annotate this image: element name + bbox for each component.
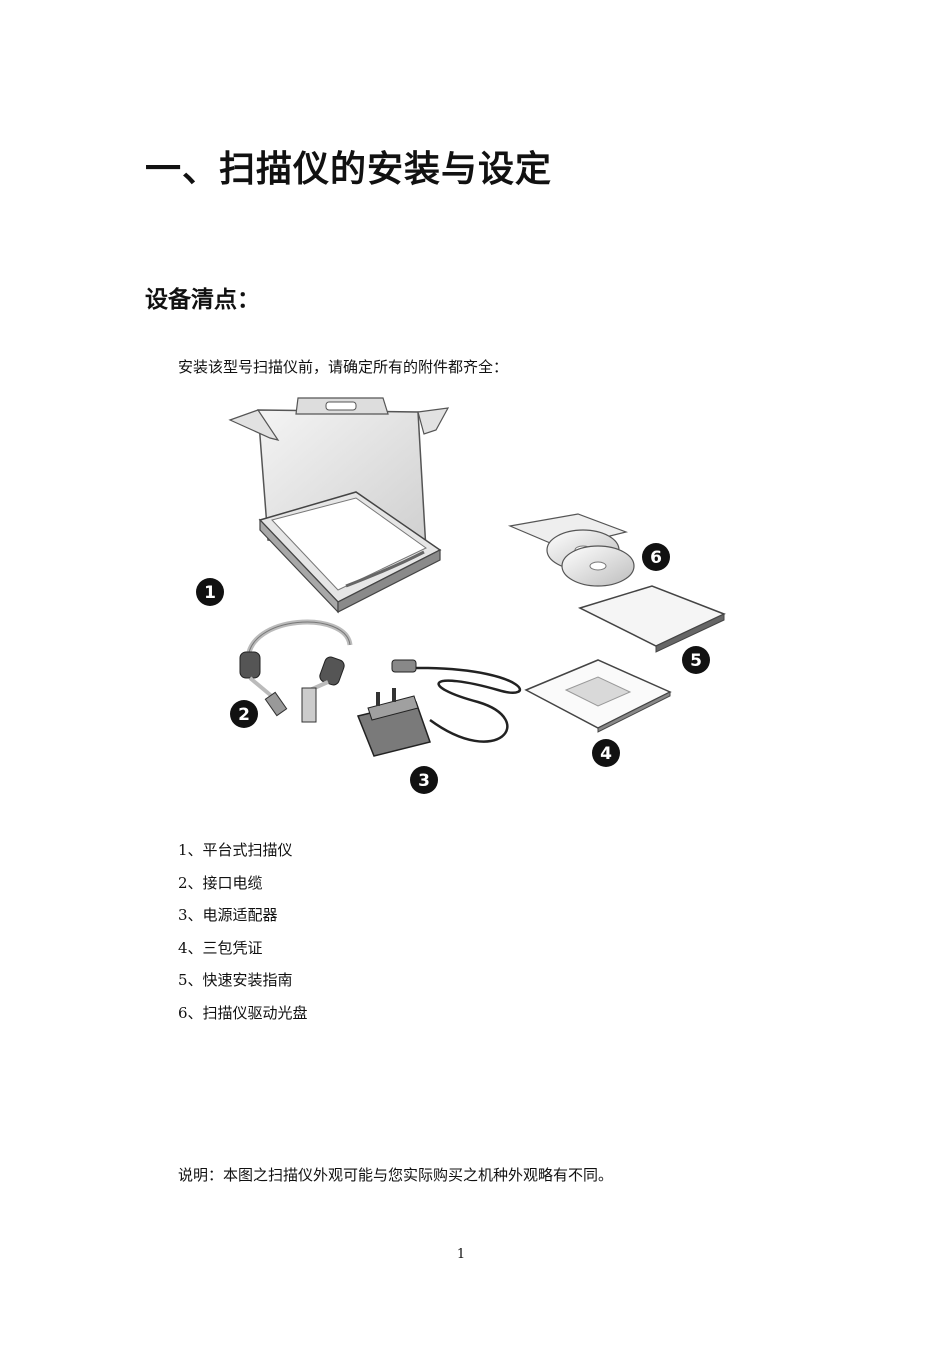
- svg-text:3: 3: [418, 771, 430, 791]
- list-item: 6、扫描仪驱动光盘: [178, 1003, 308, 1022]
- callout-5: 5: [682, 646, 710, 674]
- list-item: 1、平台式扫描仪: [178, 841, 293, 859]
- driver-cds: [507, 513, 635, 587]
- page-number: 1: [456, 1247, 466, 1262]
- section-heading: 设备清点：: [145, 287, 260, 313]
- warranty-card: [524, 659, 672, 733]
- callout-2: 2: [230, 700, 258, 728]
- svg-text:2: 2: [238, 705, 250, 725]
- list-item: 5、快速安装指南: [178, 971, 293, 990]
- quick-install-guide: [577, 585, 726, 653]
- callout-3: 3: [410, 766, 438, 794]
- list-item: 4、三包凭证: [178, 938, 263, 957]
- package-contents-illustration: 1 2 3 4: [196, 397, 726, 794]
- svg-text:4: 4: [600, 744, 612, 764]
- svg-text:1: 1: [204, 583, 216, 603]
- svg-text:6: 6: [650, 548, 662, 568]
- intro-text: 安装该型号扫描仪前，请确定所有的附件都齐全：: [178, 358, 509, 376]
- callout-1: 1: [196, 578, 224, 606]
- power-adapter: [356, 659, 522, 757]
- list-item: 3、电源适配器: [178, 906, 278, 925]
- list-item: 2、接口电缆: [178, 873, 263, 892]
- scanner-in-box: [228, 397, 450, 614]
- callout-4: 4: [592, 739, 620, 767]
- note-text: 说明：本图之扫描仪外观可能与您实际购买之机种外观略有不同。: [178, 1166, 614, 1184]
- contents-list: 1、平台式扫描仪 2、接口电缆 3、电源适配器 4、三包凭证 5、快速安装指南 …: [178, 838, 308, 1034]
- callout-6: 6: [642, 543, 670, 571]
- svg-text:5: 5: [690, 651, 702, 671]
- interface-cable: [239, 619, 353, 723]
- page-title: 一、扫描仪的安装与设定: [145, 149, 553, 190]
